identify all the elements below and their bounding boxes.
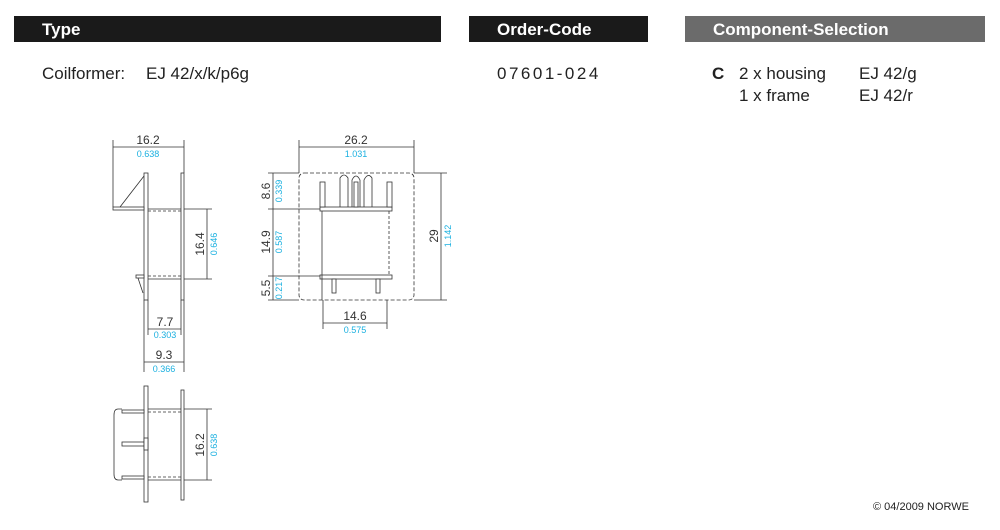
dim-top: 8.6: [259, 182, 273, 199]
bottom-view: [113, 385, 212, 503]
dim-side-height: 16.4: [193, 232, 207, 256]
dim-side-height-in: 0.646: [209, 233, 219, 256]
side-view: [112, 140, 212, 372]
dim-inner-9-in: 0.366: [153, 364, 176, 374]
dim-side-width: 16.2: [136, 133, 160, 147]
front-view: [268, 140, 447, 329]
component-qty: 1 x frame: [739, 86, 810, 105]
component-marker: C: [712, 64, 725, 83]
type-value: EJ 42/x/k/p6g: [146, 64, 250, 83]
dim-base-width-in: 0.575: [344, 325, 367, 335]
dim-front-height-in: 1.142: [443, 225, 453, 248]
dim-front-height: 29: [427, 229, 441, 243]
dim-inner-7-in: 0.303: [154, 330, 177, 340]
type-header: Type: [14, 16, 441, 42]
dim-bottom: 5.5: [259, 279, 273, 296]
component-part: EJ 42/r: [859, 86, 913, 105]
dim-middle: 14.9: [259, 230, 273, 254]
dim-base-width: 14.6: [343, 309, 367, 323]
dim-front-width-in: 1.031: [345, 149, 368, 159]
dim-bottom-view-height: 16.2: [193, 433, 207, 457]
dim-bottom-view-height-in: 0.638: [209, 434, 219, 457]
dim-side-width-in: 0.638: [137, 149, 160, 159]
component-selection-header: Component-Selection: [685, 16, 985, 42]
dim-bottom-in: 0.217: [274, 277, 284, 300]
component-part: EJ 42/g: [859, 64, 917, 83]
order-code-header: Order-Code: [469, 16, 648, 42]
order-code: 07601-024: [497, 64, 601, 83]
dim-top-in: 0.339: [274, 180, 284, 203]
dim-middle-in: 0.587: [274, 231, 284, 254]
component-qty: 2 x housing: [739, 64, 826, 83]
type-label: Coilformer:: [42, 64, 126, 83]
copyright: © 04/2009 NORWE: [873, 501, 969, 513]
dim-inner-7: 7.7: [157, 315, 174, 329]
dim-front-width: 26.2: [344, 133, 368, 147]
dim-inner-9: 9.3: [156, 348, 173, 362]
